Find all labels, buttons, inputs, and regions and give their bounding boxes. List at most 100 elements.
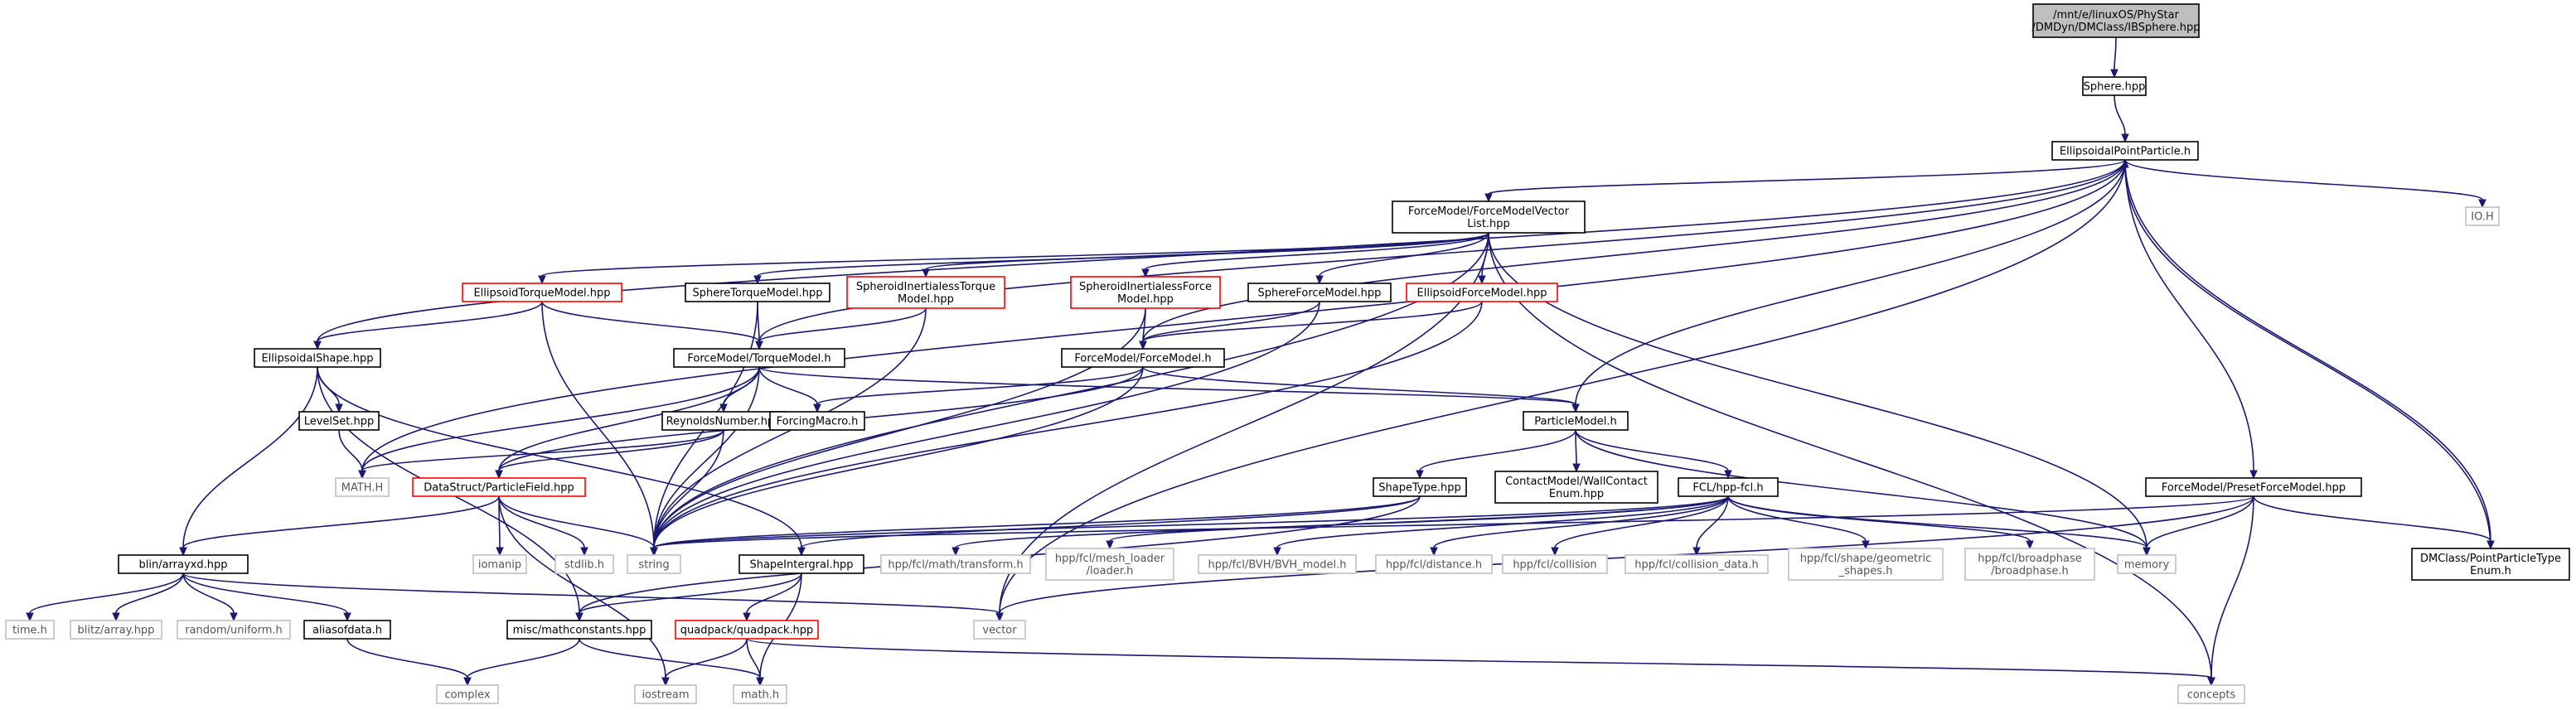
node-label: vector (982, 625, 1017, 637)
node-box (1788, 548, 1944, 581)
node-label: misc/mathconstants.hpp (513, 625, 646, 637)
node-box (1061, 348, 1225, 368)
node-label: string (638, 559, 669, 572)
node-particle-model[interactable]: ParticleModel.h (1523, 411, 1629, 431)
edge-sphere-to-ellipsoidal-point-particle (2114, 94, 2129, 143)
node-box (880, 554, 1031, 574)
node-label: iostream (642, 689, 689, 702)
node-label: DataStruct/ParticleField.hpp (424, 482, 574, 495)
node-label: memory (2124, 559, 2170, 572)
node-forcing-macro[interactable]: ForcingMacro.h (769, 411, 865, 431)
node-box (303, 620, 391, 640)
node-io-h: IO.H (2465, 206, 2500, 226)
node-label: Enum.h (2470, 565, 2511, 577)
node-ellipsoid-torque-model[interactable]: EllipsoidTorqueModel.hpp (462, 283, 622, 302)
edge-fcl-to-fcl-collision-data (1692, 495, 1729, 557)
node-preset-force-model[interactable]: ForceModel/PresetForceModel.hpp (2145, 477, 2362, 497)
node-box (846, 276, 1005, 309)
node-label: math.h (741, 689, 779, 702)
node-ellipsoidal-point-particle[interactable]: EllipsoidalPointParticle.h (2051, 141, 2199, 161)
node-shape-type[interactable]: ShapeType.hpp (1373, 477, 1467, 497)
node-particle-field[interactable]: DataStruct/ParticleField.hpp (412, 477, 586, 497)
node-ellipsoidal-shape[interactable]: EllipsoidalShape.hpp (254, 348, 381, 368)
edge-fcl-to-fcl-transform (951, 495, 1729, 557)
node-sphere-force-model[interactable]: SphereForceModel.hpp (1247, 283, 1392, 302)
node-math-constants[interactable]: misc/mathconstants.hpp (506, 620, 652, 640)
node-box (1502, 554, 1608, 574)
node-label: hpp/fcl/collision_data.h (1634, 559, 1759, 572)
node-label: Model.hpp (1117, 293, 1174, 306)
node-box (738, 554, 864, 574)
edge-point-particle-type-to-ellipsoidal-point-particle (2121, 158, 2491, 549)
node-shape-integral[interactable]: ShapeIntergral.hpp (738, 554, 864, 574)
edge-shape-type-to-shape-integral (797, 495, 1421, 557)
edge-ellipsoid-torque-model-to-torque-model (541, 301, 763, 350)
node-sphere[interactable]: Sphere.hpp (2082, 76, 2147, 96)
node-label: hpp/fcl/math/transform.h (888, 559, 1023, 572)
node-box (685, 283, 830, 302)
node-force-model[interactable]: ForceModel/ForceModel.h (1061, 348, 1225, 368)
node-label: MATH.H (341, 482, 384, 495)
node-ellipsoid-force-model[interactable]: EllipsoidForceModel.hpp (1406, 283, 1558, 302)
edge-force-model-vector-list-to-ellipsoid-torque-model (538, 232, 1489, 285)
node-label: quadpack/quadpack.hpp (680, 625, 813, 637)
node-root[interactable]: /mnt/e/linuxOS/PhyStar/DMDyn/DMClass/IBS… (2032, 3, 2201, 38)
node-label: stdlib.h (564, 559, 604, 572)
node-label: ShapeIntergral.hpp (749, 559, 853, 572)
node-box (462, 283, 622, 302)
node-box (554, 554, 614, 574)
node-label: EllipsoidalShape.hpp (261, 353, 373, 365)
edge-fcl-to-fcl-broadphase (1727, 495, 2034, 550)
node-box (2411, 548, 2570, 581)
graph-edges (26, 36, 2495, 687)
edge-force-model-vector-list-to-sphere-force-model (1315, 232, 1489, 285)
node-sphere-torque-model[interactable]: SphereTorqueModel.hpp (685, 283, 830, 302)
node-alias-of-data[interactable]: aliasofdata.h (303, 620, 391, 640)
node-label: hpp/fcl/mesh_loader (1055, 553, 1165, 565)
node-blitz-array: blitz/array.hpp (70, 620, 162, 640)
node-torque-model[interactable]: ForceModel/TorqueModel.h (673, 348, 845, 368)
edge-torque-model-to-particle-model (758, 366, 1580, 413)
node-math-h: math.h (733, 684, 787, 704)
node-label: /DMDyn/DMClass/IBSphere.hpp (2032, 22, 2201, 34)
node-box (254, 348, 381, 368)
node-string: string (627, 554, 681, 574)
node-label: FCL/hpp-fcl.h (1692, 482, 1763, 495)
edge-force-model-to-particle-model (1142, 366, 1580, 413)
edge-spheroid-inertialess-torque-to-torque-model (755, 307, 927, 350)
edge-force-model-vector-list-to-concepts (1488, 232, 2215, 687)
node-label: hpp/fcl/shape/geometric (1800, 553, 1932, 565)
node-blitz-arrayxd[interactable]: blin/arrayxd.hpp (118, 554, 249, 574)
node-fcl-collision-data: hpp/fcl/collision_data.h (1625, 554, 1769, 574)
node-fcl[interactable]: FCL/hpp-fcl.h (1678, 477, 1779, 497)
node-box (298, 411, 380, 431)
node-math-h-upper: MATH.H (335, 477, 390, 497)
edge-force-model-vector-list-to-spheroid-inertialess-force (1141, 232, 1489, 278)
node-fcl-mesh-loader: hpp/fcl/mesh_loader/loader.h (1045, 548, 1174, 581)
edge-particle-field-to-string (498, 495, 658, 557)
edge-ellipsoidal-point-particle-to-io-h (2124, 159, 2486, 209)
node-label: ReynoldsNumber.hpp (666, 416, 782, 428)
edge-fcl-to-fcl-geometric-shapes (1727, 495, 1870, 550)
node-reynolds-number[interactable]: ReynoldsNumber.hpp (661, 411, 786, 431)
node-level-set[interactable]: LevelSet.hpp (298, 411, 380, 431)
edge-ellipsoidal-shape-to-blitz-arrayxd (179, 366, 318, 557)
node-box (733, 684, 787, 704)
node-quadpack[interactable]: quadpack/quadpack.hpp (675, 620, 819, 640)
node-box (1523, 411, 1629, 431)
node-box (769, 411, 865, 431)
node-box (1070, 276, 1221, 309)
node-label: Model.hpp (898, 293, 954, 306)
edge-quadpack-to-concepts (746, 638, 2215, 687)
edge-shape-integral-to-math-constants (575, 572, 802, 622)
node-label: SphereForceModel.hpp (1258, 287, 1382, 300)
graph-nodes: /mnt/e/linuxOS/PhyStar/DMDyn/DMClass/IBS… (5, 3, 2570, 704)
node-box (2032, 3, 2200, 38)
node-fcl-bvh: hpp/fcl/BVH/BVH_model.h (1198, 554, 1357, 574)
node-fcl-transform: hpp/fcl/math/transform.h (880, 554, 1031, 574)
